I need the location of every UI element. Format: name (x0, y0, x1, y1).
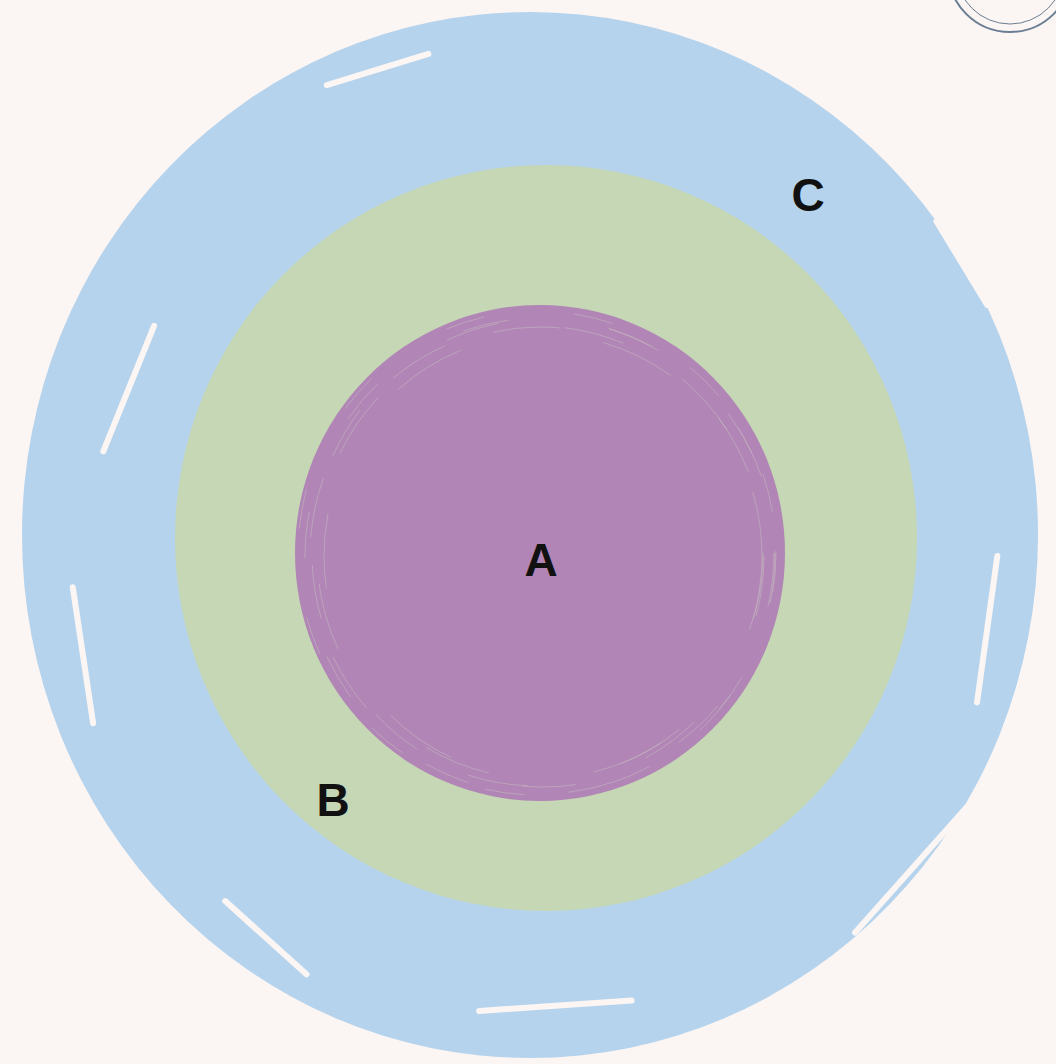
logo-ring (956, 0, 1056, 24)
region-letter: C (791, 172, 824, 218)
outer-ring: CBA (22, 12, 1038, 1058)
middle-region: BA (175, 165, 917, 911)
region-letter: B (316, 777, 349, 823)
logo-ring (948, 0, 1056, 32)
region-letter: A (524, 537, 557, 583)
core-circle: A (295, 305, 785, 801)
